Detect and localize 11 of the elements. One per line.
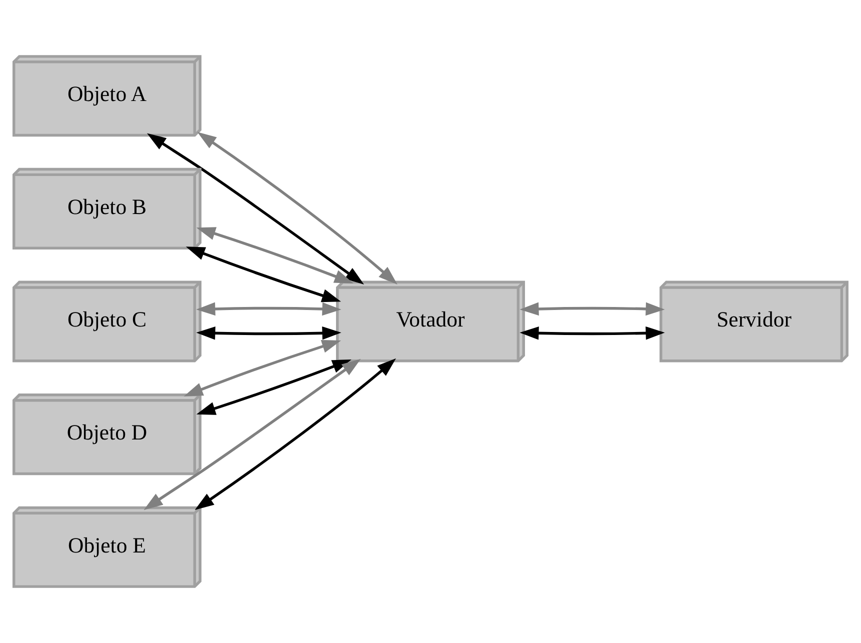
arrow	[520, 326, 665, 340]
arrow	[144, 358, 361, 510]
arrow	[184, 340, 342, 396]
arrow	[196, 326, 342, 340]
arrow	[196, 360, 352, 415]
arrow	[196, 302, 342, 316]
arrow	[146, 133, 364, 284]
arrow	[196, 227, 354, 284]
arrow	[197, 132, 398, 284]
arrow	[520, 302, 665, 316]
arrow	[186, 246, 341, 302]
